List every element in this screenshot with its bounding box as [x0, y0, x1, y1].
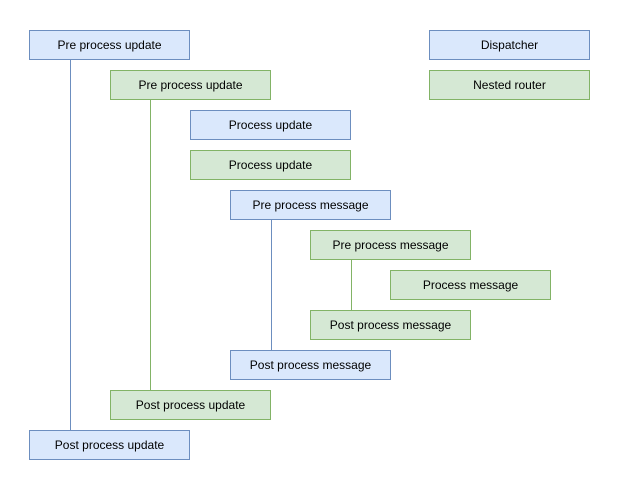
- connector-n2-to-n10: [150, 100, 151, 390]
- flow-node-n11[interactable]: Post process update: [29, 430, 190, 460]
- connector-n1-to-n11: [70, 60, 71, 430]
- flow-node-n10[interactable]: Post process update: [110, 390, 271, 420]
- legend-item-dispatcher[interactable]: Dispatcher: [429, 30, 590, 60]
- connector-n5-to-n9: [271, 220, 272, 350]
- flow-node-n7[interactable]: Process message: [390, 270, 551, 300]
- flow-node-n1[interactable]: Pre process update: [29, 30, 190, 60]
- legend-item-router[interactable]: Nested router: [429, 70, 590, 100]
- flow-node-n2[interactable]: Pre process update: [110, 70, 271, 100]
- flow-node-n3[interactable]: Process update: [190, 110, 351, 140]
- connector-n6-to-n8: [351, 260, 352, 310]
- flow-node-n6[interactable]: Pre process message: [310, 230, 471, 260]
- flow-node-n9[interactable]: Post process message: [230, 350, 391, 380]
- flow-node-n4[interactable]: Process update: [190, 150, 351, 180]
- flow-node-n8[interactable]: Post process message: [310, 310, 471, 340]
- flow-node-n5[interactable]: Pre process message: [230, 190, 391, 220]
